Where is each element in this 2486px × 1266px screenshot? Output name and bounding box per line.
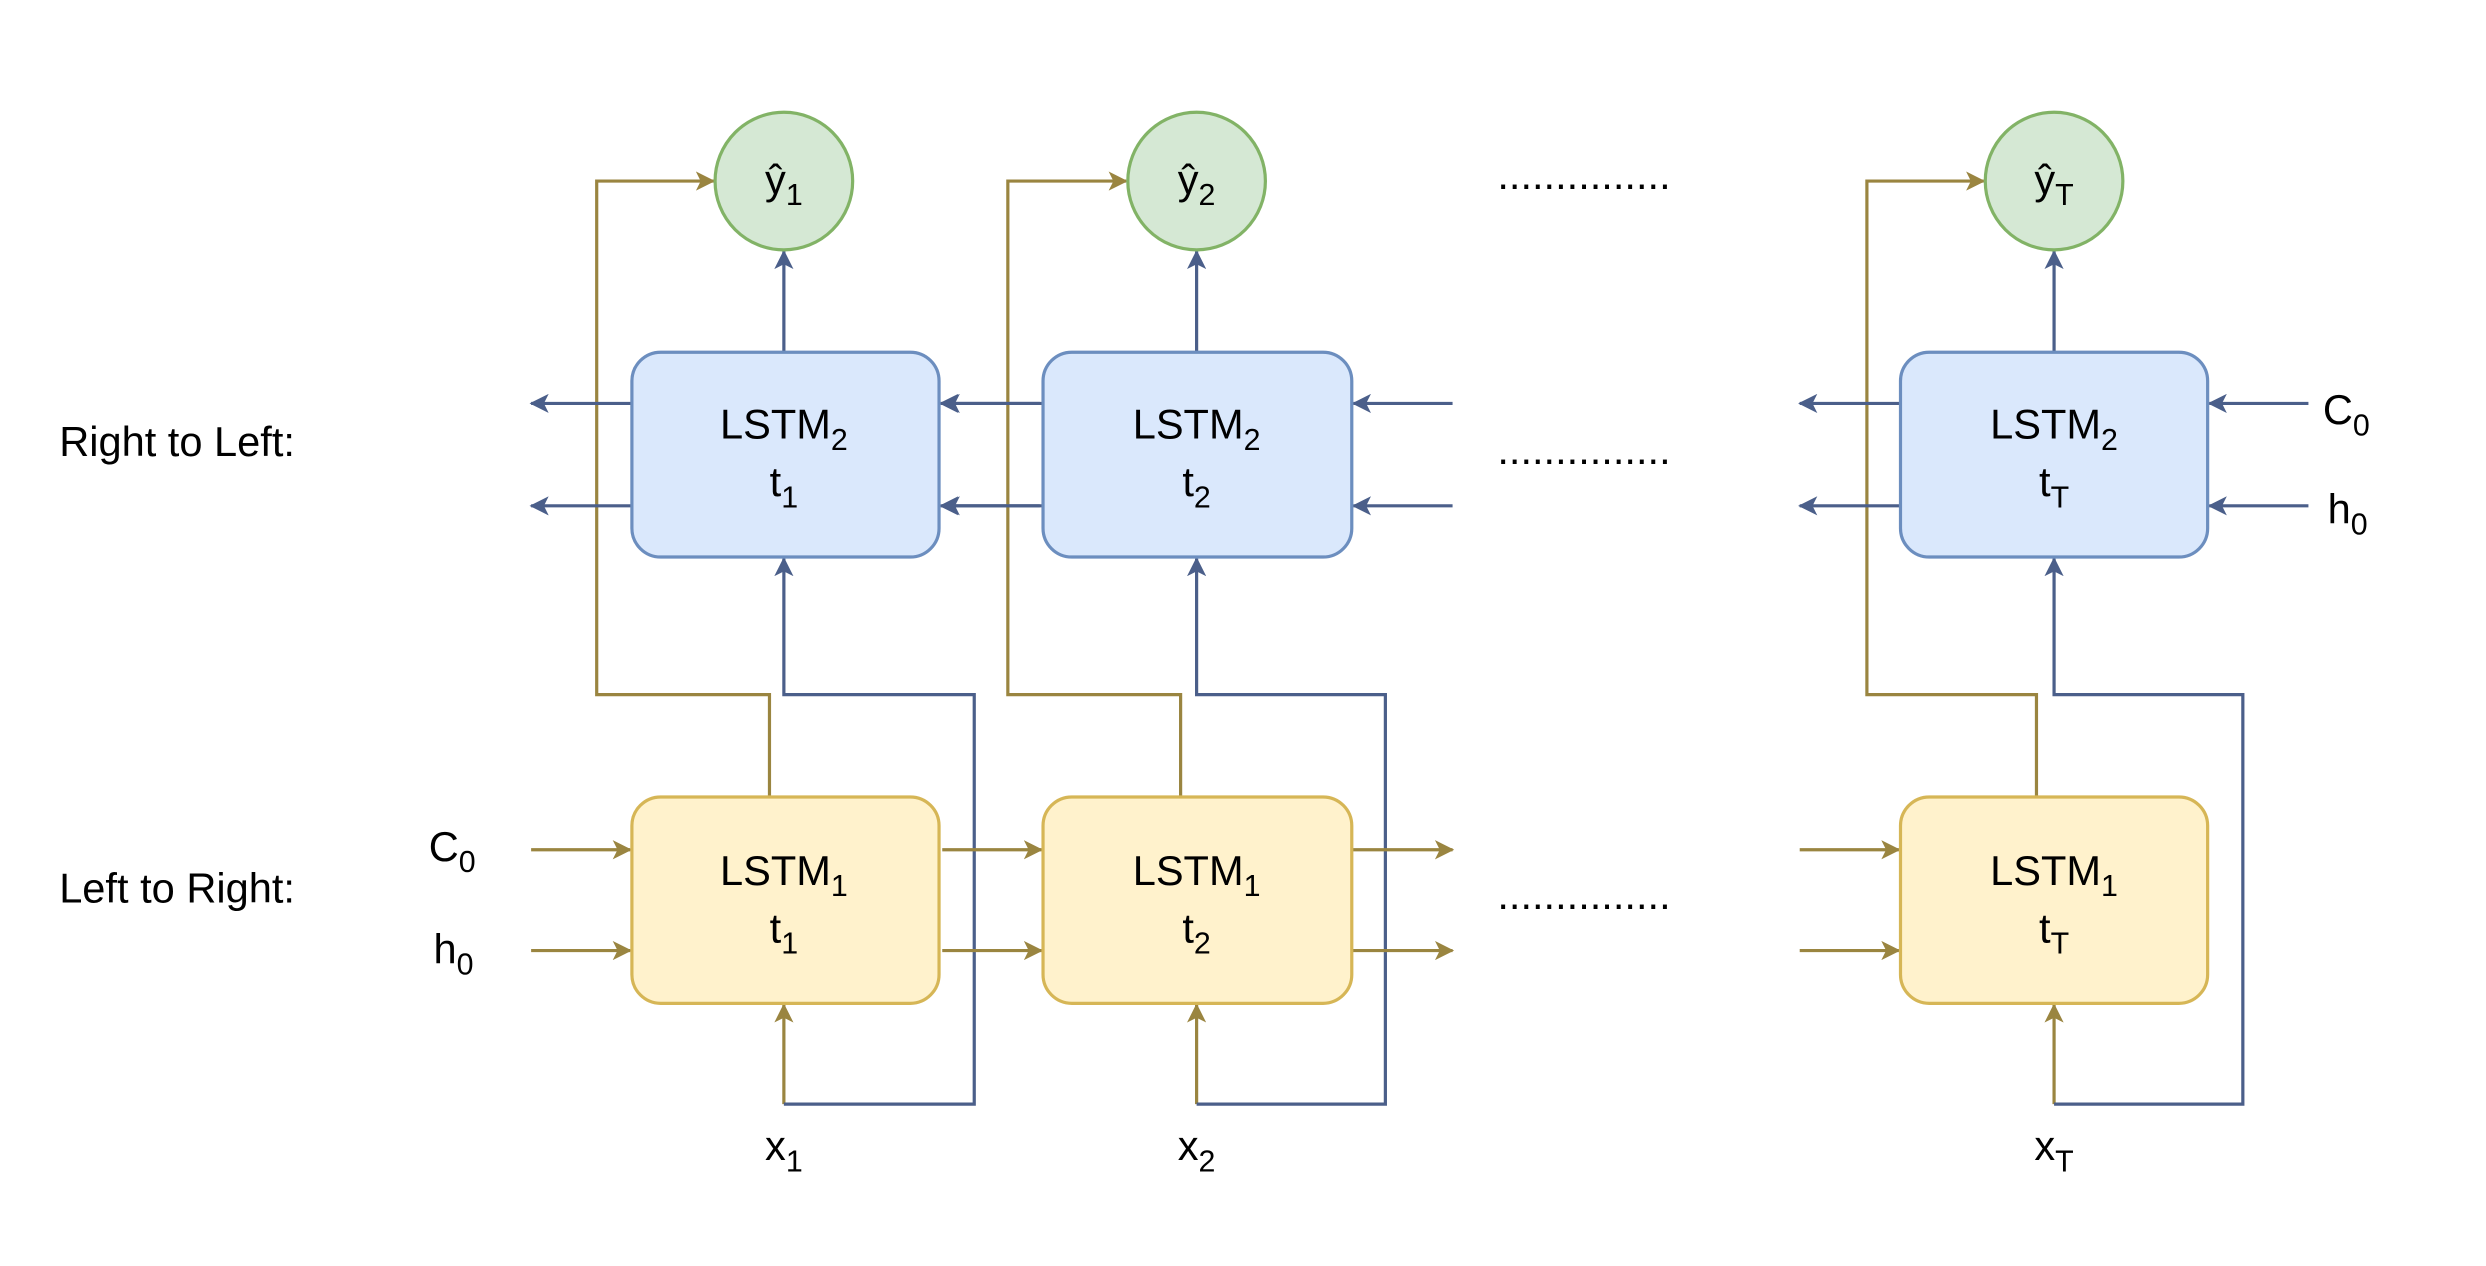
lstm2-timestep: tT <box>2039 458 2069 514</box>
row-label-left-to-right: Left to Right: <box>59 865 295 912</box>
c0-label-left: C0 <box>429 823 476 879</box>
lstm1-name: LSTM1 <box>1990 847 2118 903</box>
output-node: ŷ1 <box>713 110 855 252</box>
input-to-lstm2-arrow <box>1187 557 1387 1106</box>
lstm1-name: LSTM1 <box>1133 847 1261 903</box>
h0-label-left: h0 <box>434 925 474 981</box>
lstm2-name: LSTM2 <box>1990 401 2118 457</box>
output-label: ŷ2 <box>1178 156 1216 212</box>
output-label: ŷ1 <box>765 156 803 212</box>
input-label: xT <box>2034 1122 2073 1178</box>
row-label-right-to-left: Right to Left: <box>59 418 295 465</box>
input-label: x2 <box>1178 1122 1216 1178</box>
output-node: ŷT <box>1983 110 2125 252</box>
lstm2-name: LSTM2 <box>1133 401 1261 457</box>
lstm1-timestep: t1 <box>770 905 798 961</box>
output-label: ŷT <box>2034 156 2073 212</box>
c0-label-right: C0 <box>2323 386 2370 442</box>
lstm1-timestep: t2 <box>1182 905 1210 961</box>
lstm1-name: LSTM1 <box>720 847 848 903</box>
ellipsis-lstm1: ............... <box>1497 871 1670 918</box>
lstm2-name: LSTM2 <box>720 401 848 457</box>
input-to-lstm2-arrow <box>2044 557 2245 1106</box>
forward-to-output-connector <box>595 171 772 797</box>
forward-to-output-connector <box>1006 171 1183 797</box>
forward-to-output-connector <box>1865 171 2039 797</box>
input-to-lstm2-arrow <box>774 557 976 1106</box>
output-node: ŷ2 <box>1126 110 1267 252</box>
lstm2-timestep: t2 <box>1182 458 1210 514</box>
lstm2-timestep: t1 <box>770 458 798 514</box>
h0-label-right: h0 <box>2328 485 2368 541</box>
ellipsis-output: ............... <box>1497 151 1670 198</box>
input-label: x1 <box>765 1122 803 1178</box>
ellipsis-lstm2: ............... <box>1497 426 1670 473</box>
lstm1-timestep: tT <box>2039 905 2069 961</box>
